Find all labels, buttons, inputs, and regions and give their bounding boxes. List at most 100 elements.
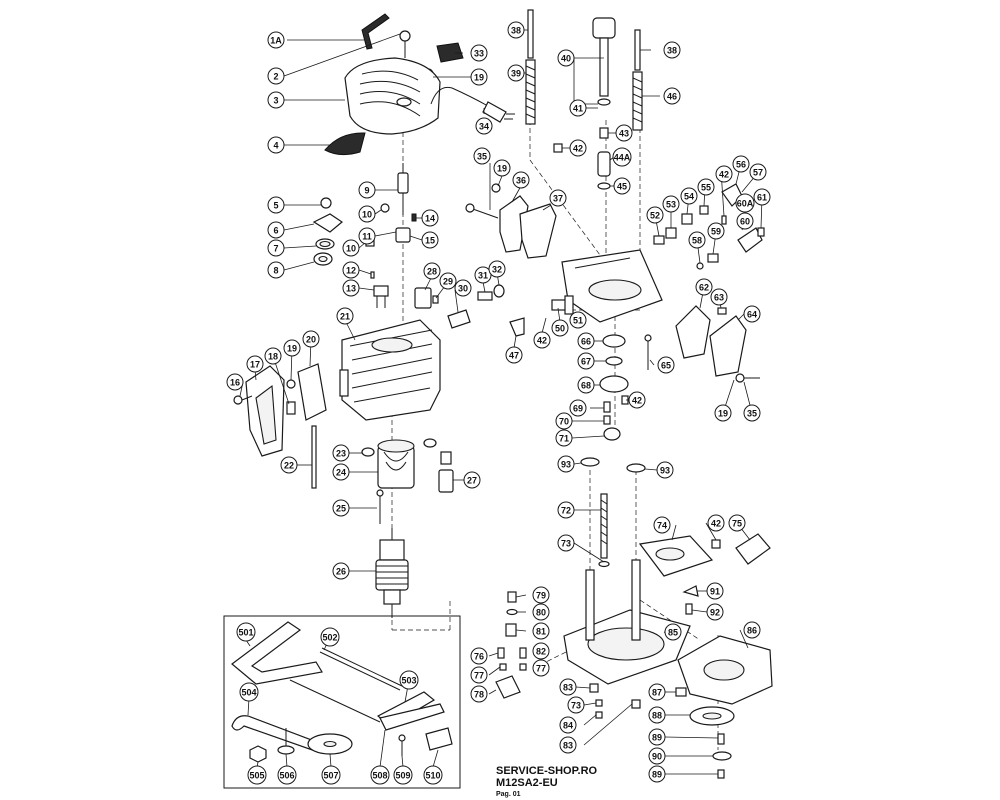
callout-circle [302, 330, 320, 348]
callout-circle [707, 514, 725, 532]
part-callout-p63: 63 [710, 288, 728, 306]
part-callouts: 1A23456789101011121314151617181919191920… [226, 21, 771, 785]
callout-number: 75 [732, 519, 742, 529]
callout-circle [662, 195, 680, 213]
handle-plate-part [297, 363, 327, 421]
part-callout-p76: 76 [470, 647, 488, 665]
footer-shop-name: SERVICE-SHOP.RO [496, 765, 598, 777]
part-callout-p37: 37 [549, 189, 567, 207]
callout-number: 17 [250, 360, 260, 370]
part-callout-p86: 86 [743, 621, 761, 639]
part-callout-p505: 505 [247, 765, 267, 785]
callout-circle [439, 272, 457, 290]
callout-circle [236, 622, 256, 642]
callout-number: 38 [511, 26, 521, 36]
callout-number: 45 [617, 182, 627, 192]
callout-number: 61 [757, 193, 767, 203]
callout-number: 55 [701, 183, 711, 193]
callout-number: 34 [479, 122, 489, 132]
part-callout-p83a: 83 [559, 678, 577, 696]
part-callout-p60A: 60A [735, 193, 755, 213]
part-callout-p29: 29 [439, 272, 457, 290]
part-callout-p58: 58 [688, 231, 706, 249]
callout-number: 89 [652, 770, 662, 780]
part-callout-p27: 27 [463, 471, 481, 489]
callout-circle [267, 67, 285, 85]
callout-circle [706, 582, 724, 600]
dust-nozzle-part [735, 533, 771, 565]
callout-number: 39 [511, 69, 521, 79]
callout-number: 92 [710, 608, 720, 618]
top-screw-part [399, 30, 411, 58]
part-callout-p32: 32 [488, 260, 506, 278]
callout-number: 509 [395, 771, 410, 781]
callout-circle [615, 124, 633, 142]
lever-cover-part [519, 203, 557, 259]
callout-circle [549, 189, 567, 207]
callout-number: 29 [443, 277, 453, 287]
callout-number: 33 [474, 49, 484, 59]
footer-model-number: M12SA2-EU [496, 777, 558, 789]
callout-number: 501 [238, 628, 253, 638]
part-callout-p11: 11 [358, 227, 376, 245]
callout-number: 81 [536, 627, 546, 637]
callout-number: 32 [492, 265, 502, 275]
callout-number: 507 [323, 771, 338, 781]
callout-number: 63 [714, 293, 724, 303]
callout-number: 504 [241, 688, 256, 698]
part-callout-p42a: 42 [569, 139, 587, 157]
part-callout-p55: 55 [697, 178, 715, 196]
part-callout-p66: 66 [577, 332, 595, 350]
callout-number: 41 [573, 104, 583, 114]
part-callout-p74: 74 [653, 516, 671, 534]
part-callout-p18: 18 [264, 347, 282, 365]
part-callout-p21: 21 [336, 307, 354, 325]
callout-number: 10 [346, 244, 356, 254]
part-callout-p34: 34 [475, 117, 493, 135]
footer: SERVICE-SHOP.RO M12SA2-EU Pag. 01 [496, 765, 598, 799]
part-callout-p56: 56 [732, 155, 750, 173]
callout-number: 64 [747, 310, 757, 320]
callout-number: 20 [306, 335, 316, 345]
callout-circle [612, 147, 632, 167]
callout-circle [567, 696, 585, 714]
part-callout-p46: 46 [663, 87, 681, 105]
left-column-rod-part [527, 9, 534, 59]
callout-circle [648, 728, 666, 746]
callout-number: 43 [619, 129, 629, 139]
callout-circle [557, 49, 575, 67]
part-callout-p78: 78 [470, 685, 488, 703]
part-callout-p22: 22 [280, 456, 298, 474]
callout-circle [648, 706, 666, 724]
power-cord-part [430, 86, 489, 107]
part-callout-p7: 7 [267, 239, 285, 257]
callout-circle [493, 159, 511, 177]
callout-number: 65 [661, 361, 671, 371]
footer-page-number: Pag. 01 [496, 791, 521, 798]
callout-circle [559, 678, 577, 696]
part-callout-p30: 30 [454, 279, 472, 297]
callout-number: 57 [753, 168, 763, 178]
switch-parts [365, 203, 417, 308]
callout-circle [488, 260, 506, 278]
motor-housing-top-group [312, 13, 515, 329]
callout-circle [423, 262, 441, 280]
part-callout-p93b: 93 [656, 461, 674, 479]
callout-circle [470, 685, 488, 703]
callout-circle [715, 165, 733, 183]
part-callout-p47: 47 [505, 346, 523, 364]
callout-circle [569, 311, 587, 329]
part-callout-p79: 79 [532, 586, 550, 604]
part-callout-p2: 2 [267, 67, 285, 85]
callout-number: 62 [699, 283, 709, 293]
callout-number: 89 [652, 733, 662, 743]
callout-number: 22 [284, 461, 294, 471]
part-callout-p504: 504 [239, 682, 259, 702]
part-callout-p89b: 89 [648, 765, 666, 783]
callout-circle [656, 461, 674, 479]
part-callout-p73b: 73 [567, 696, 585, 714]
callout-circle [663, 41, 681, 59]
column-bracket-group [465, 9, 765, 383]
callout-number: 74 [657, 521, 667, 531]
top-cover-part [344, 57, 441, 135]
